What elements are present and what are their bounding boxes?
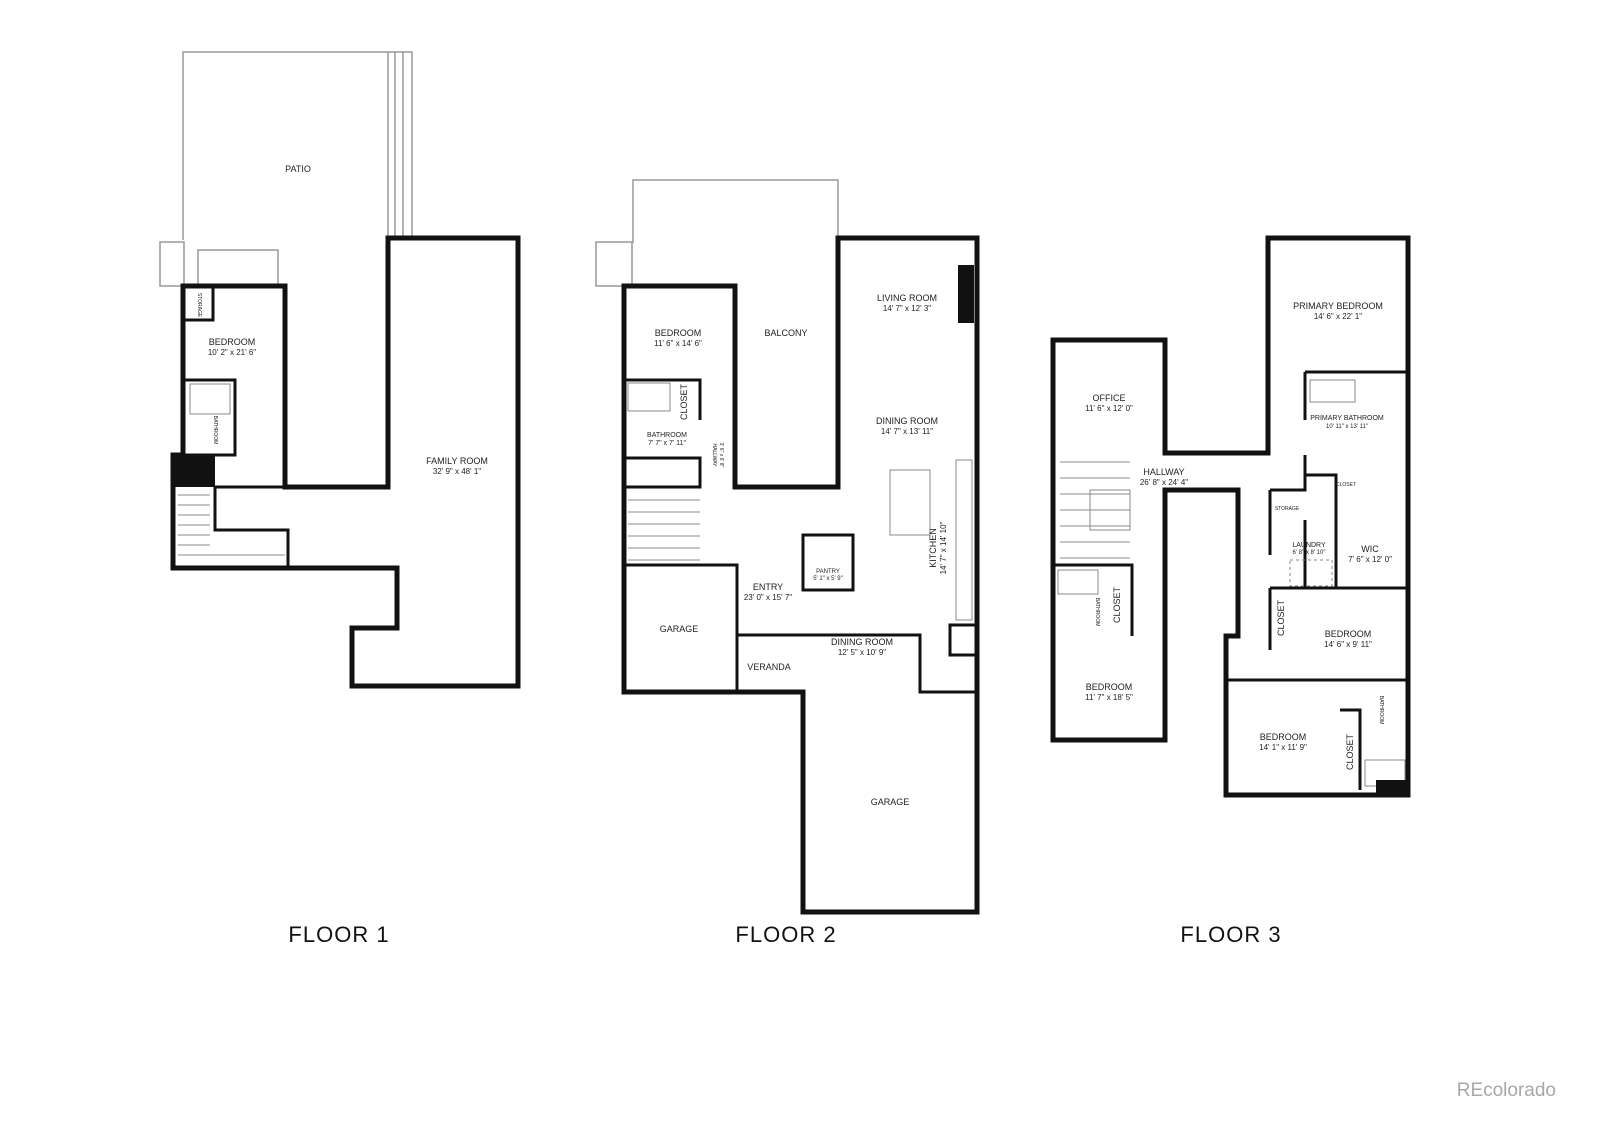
room-label: GARAGE — [871, 797, 910, 807]
room-dims: 10' 2" x 21' 6" — [208, 348, 256, 357]
counter — [955, 459, 973, 621]
room-label: BEDROOM — [209, 337, 256, 347]
room-dims: 10' 11" x 13' 11" — [1326, 424, 1368, 430]
room-dims: 14' 6" x 22' 1" — [1314, 312, 1362, 321]
interior-walls — [624, 378, 979, 694]
room-dims: 7' 7" x 7' 11" — [648, 440, 686, 447]
room-label: DINING ROOM — [876, 416, 938, 426]
room-label: PRIMARY BEDROOM — [1293, 301, 1383, 311]
floor-1-walls — [170, 235, 521, 689]
floor-2-plan: BEDROOM 11' 6" x 14' 6" BALCONY LIVING R… — [595, 179, 980, 947]
room-dims: 11' 6" x 12' 0" — [1085, 404, 1133, 413]
floor-label: FLOOR 2 — [735, 922, 836, 947]
room-dims: 6' 8" x 8' 10" — [1293, 550, 1326, 556]
patio-steps — [387, 52, 404, 238]
room-label: VERANDA — [747, 662, 791, 672]
room-label: WIC — [1361, 544, 1379, 554]
room-dims: 12' 5" x 10' 9" — [838, 648, 886, 657]
room-label: BATHROOM — [212, 416, 218, 445]
shower — [189, 383, 231, 415]
patio-stairs — [159, 241, 185, 287]
room-label: OFFICE — [1093, 393, 1126, 403]
room-dims: 7' 6" x 12' 0" — [1348, 555, 1392, 564]
room-dims: 14' 7" x 14' 10" — [939, 521, 948, 574]
interior-walls — [183, 286, 290, 568]
floor-label: FLOOR 1 — [288, 922, 389, 947]
room-label: LAUNDRY — [1292, 542, 1326, 549]
room-dims: 14' 7" x 12' 3" — [883, 304, 931, 313]
room-label: STORAGE — [1275, 506, 1300, 512]
room-label: FAMILY ROOM — [426, 456, 488, 466]
floor-3-plan: PRIMARY BEDROOM 14' 6" x 22' 1" OFFICE 1… — [1050, 235, 1411, 947]
bathtub — [627, 382, 671, 412]
room-dims: 26' 8" x 24' 4" — [1140, 478, 1188, 487]
room-label: KITCHEN — [928, 528, 938, 568]
floor-2-walls — [621, 235, 980, 915]
room-label: BATHROOM — [647, 432, 687, 439]
stairs — [628, 499, 700, 561]
room-dims: 5' 1" x 5' 9" — [813, 576, 843, 582]
room-label: BEDROOM — [1325, 629, 1372, 639]
room-label: STORAGE — [196, 293, 202, 318]
floor-label: FLOOR 3 — [1180, 922, 1281, 947]
room-dims: 14' 6" x 9' 11" — [1324, 640, 1372, 649]
room-label: CLOSET — [1112, 586, 1122, 623]
room-label: LIVING ROOM — [877, 293, 937, 303]
chimney-block — [173, 455, 215, 487]
laundry-machines — [1289, 559, 1333, 587]
fireplace — [958, 265, 974, 323]
room-dims: 11' 7" x 18' 5" — [1085, 693, 1133, 702]
patio-stairs — [197, 249, 279, 287]
room-label: PRIMARY BATHROOM — [1310, 415, 1384, 422]
room-label: ENTRY — [753, 582, 783, 592]
room-label: CLOSET — [1336, 482, 1356, 488]
room-label: PATIO — [285, 164, 311, 174]
stairs — [1060, 461, 1130, 559]
watermark: REcolorado — [1457, 1080, 1556, 1101]
room-dims: 3' 6" x 6' 8" — [718, 443, 724, 468]
room-label: CLOSET — [1345, 733, 1355, 770]
kitchen-island — [889, 469, 931, 536]
room-dims: 14' 7" x 13' 11" — [881, 427, 933, 436]
room-label: BATHROOM — [1094, 598, 1100, 627]
bathtub — [1057, 569, 1099, 595]
room-dims: 14' 1" x 11' 9" — [1259, 743, 1307, 752]
room-label: BATHROOM — [1378, 696, 1384, 725]
room-label: PANTRY — [816, 569, 840, 575]
balcony-stairs — [595, 241, 633, 287]
room-label: HALLWAY — [711, 444, 717, 468]
room-dims: 32' 9" x 48' 1" — [433, 467, 481, 476]
room-label: DINING ROOM — [831, 637, 893, 647]
room-label: BEDROOM — [655, 328, 702, 338]
balcony-outline — [632, 179, 839, 243]
room-label: GARAGE — [660, 624, 699, 634]
wall-block — [1376, 780, 1408, 795]
room-label: BEDROOM — [1260, 732, 1307, 742]
floor-1-plan: PATIO BEDROOM 10' 2" x 21' 6" STORAGE BA… — [159, 51, 521, 947]
stairs — [178, 494, 285, 556]
room-dims: 11' 6" x 14' 6" — [654, 339, 702, 348]
room-label: BALCONY — [764, 328, 807, 338]
patio-outline — [182, 51, 413, 240]
stair-landing — [1089, 489, 1131, 531]
bathtub — [1309, 379, 1356, 403]
room-label: BEDROOM — [1086, 682, 1133, 692]
room-label: HALLWAY — [1143, 467, 1184, 477]
room-label: CLOSET — [1276, 599, 1286, 636]
room-dims: 23' 0" x 15' 7" — [744, 593, 792, 602]
interior-walls — [1053, 370, 1408, 790]
room-label: CLOSET — [679, 383, 689, 420]
